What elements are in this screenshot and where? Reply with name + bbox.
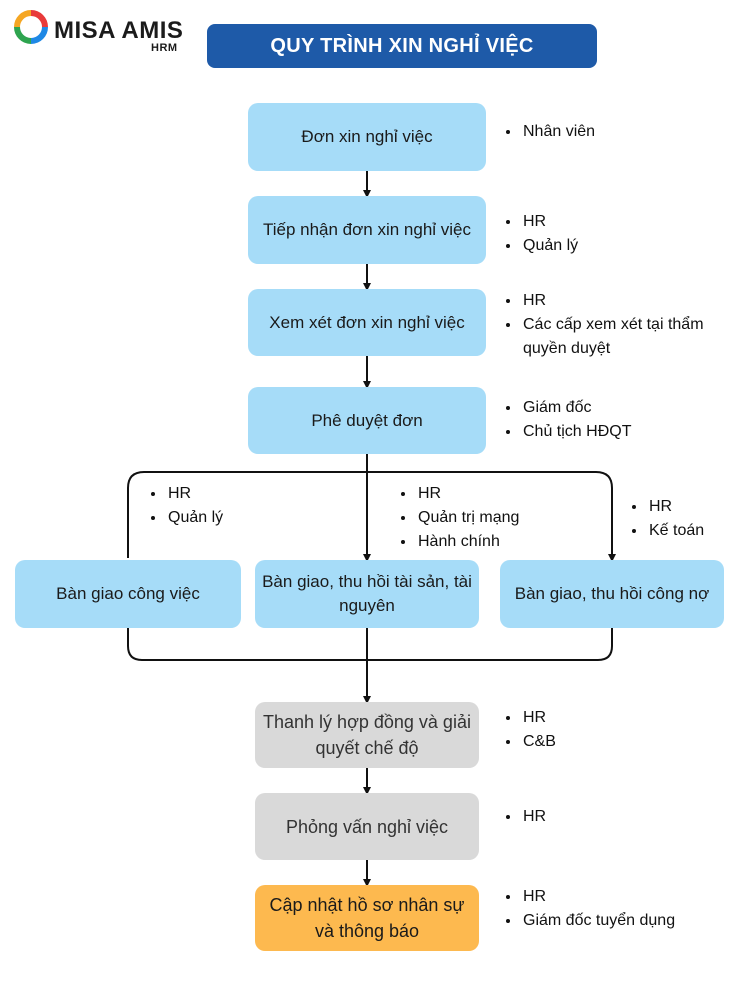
role-item: HR bbox=[521, 289, 721, 313]
step-box: Đơn xin nghỉ việc bbox=[248, 103, 486, 171]
branch-merge-line bbox=[127, 628, 613, 661]
step-roles: Nhân viên bbox=[503, 120, 595, 144]
step-roles: HR Các cấp xem xét tại thẩm quyền duyệt bbox=[503, 289, 721, 361]
final-step-roles: HR C&B bbox=[503, 706, 556, 754]
step-box: Tiếp nhận đơn xin nghỉ việc bbox=[248, 196, 486, 264]
final-step-roles: HR bbox=[503, 805, 546, 829]
role-item: HR bbox=[166, 482, 223, 506]
misa-amis-logo: MISA AMIS HRM bbox=[14, 10, 184, 60]
role-item: HR bbox=[521, 805, 546, 829]
branch-box: Bàn giao, thu hồi tài sản, tài nguyên bbox=[255, 560, 479, 628]
role-item: HR bbox=[647, 495, 704, 519]
branch-split-line bbox=[127, 471, 616, 562]
branch-roles: HR Kế toán bbox=[629, 495, 704, 543]
logo-mark-icon bbox=[14, 10, 48, 44]
step-roles: HR Quản lý bbox=[503, 210, 578, 258]
role-item: Giám đốc bbox=[521, 396, 631, 420]
role-item: Kế toán bbox=[647, 519, 704, 543]
brand-name: MISA AMIS bbox=[54, 17, 184, 44]
role-item: HR bbox=[521, 706, 556, 730]
role-item: HR bbox=[416, 482, 519, 506]
step-box: Phê duyệt đơn bbox=[248, 387, 486, 454]
role-item: Quản trị mạng bbox=[416, 506, 519, 530]
role-item: HR bbox=[521, 885, 675, 909]
role-item: C&B bbox=[521, 730, 556, 754]
step-roles: Giám đốc Chủ tịch HĐQT bbox=[503, 396, 631, 444]
brand-subtitle: HRM bbox=[151, 42, 178, 54]
role-item: Hành chính bbox=[416, 530, 519, 554]
role-item: Chủ tịch HĐQT bbox=[521, 420, 631, 444]
role-item: Các cấp xem xét tại thẩm quyền duyệt bbox=[521, 313, 721, 361]
branch-box: Bàn giao, thu hồi công nợ bbox=[500, 560, 724, 628]
page-title: QUY TRÌNH XIN NGHỈ VIỆC bbox=[207, 24, 597, 68]
role-item: Giám đốc tuyển dụng bbox=[521, 909, 675, 933]
role-item: Quản lý bbox=[166, 506, 223, 530]
branch-box: Bàn giao công việc bbox=[15, 560, 241, 628]
final-step-roles: HR Giám đốc tuyển dụng bbox=[503, 885, 675, 933]
final-step-box: Thanh lý hợp đồng và giải quyết chế độ bbox=[255, 702, 479, 768]
branch-roles: HR Quản lý bbox=[148, 482, 223, 530]
role-item: Nhân viên bbox=[521, 120, 595, 144]
final-step-box: Cập nhật hồ sơ nhân sự và thông báo bbox=[255, 885, 479, 951]
final-step-box: Phỏng vấn nghỉ việc bbox=[255, 793, 479, 860]
branch-roles: HR Quản trị mạng Hành chính bbox=[398, 482, 519, 554]
step-box: Xem xét đơn xin nghỉ việc bbox=[248, 289, 486, 356]
role-item: Quản lý bbox=[521, 234, 578, 258]
role-item: HR bbox=[521, 210, 578, 234]
